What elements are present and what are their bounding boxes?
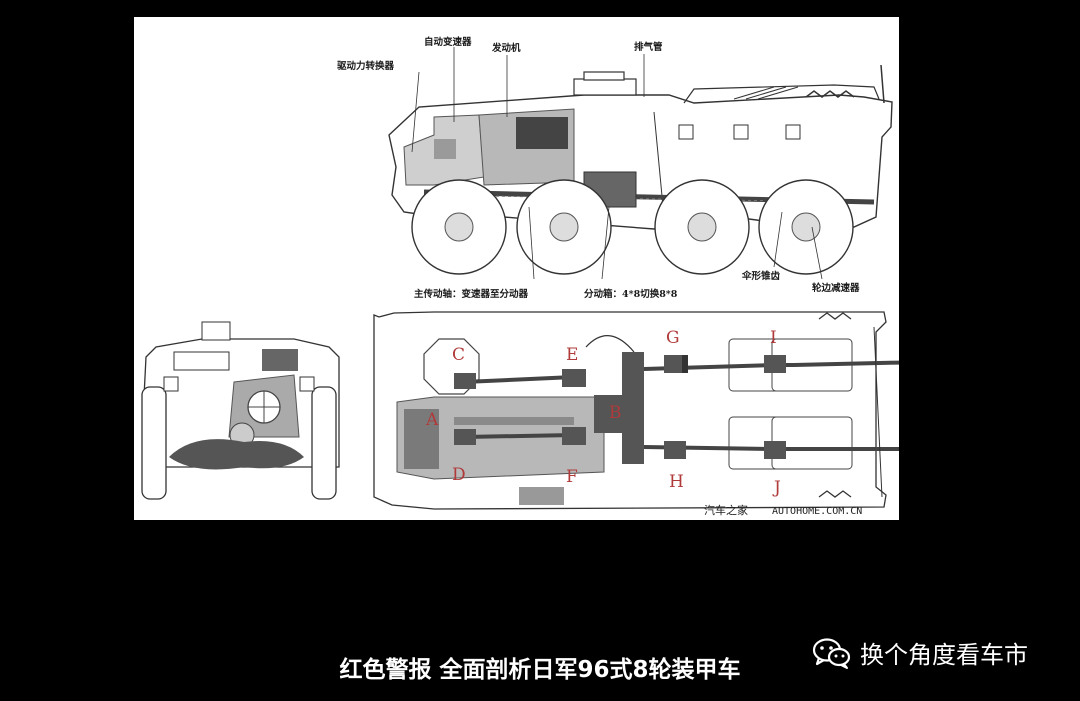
label-transfer-case: 分动箱：4*8切换8*8	[584, 288, 678, 300]
label-transfer: 驱动力转换器	[337, 60, 395, 72]
plan-letter-e: E	[566, 345, 578, 365]
plan-letter-g: G	[666, 328, 680, 348]
plan-letter-a: A	[425, 410, 439, 430]
plan-transfer-case	[622, 352, 644, 464]
watermark-cn: 汽车之家	[704, 503, 748, 517]
label-exhaust: 排气管	[634, 41, 663, 53]
front-view	[141, 321, 340, 500]
label-engine: 发动机	[491, 42, 521, 54]
article-caption: 红色警报 全面剖析日军96式8轮装甲车	[339, 657, 741, 683]
plan-letter-f: F	[566, 467, 578, 487]
watermark-en: AUTOHOME.COM.CN	[772, 506, 862, 517]
side-hatch	[573, 78, 637, 96]
wechat-icon	[812, 637, 851, 669]
plan-letter-j: J	[772, 478, 781, 498]
label-gearbox: 自动变速器	[424, 36, 472, 48]
front-wheel-right	[311, 386, 337, 500]
side-view: 驱动力转换器 自动变速器 发动机 排气管 主传动轴：变速器至分动器 分动箱：4*…	[337, 36, 893, 300]
front-axle	[169, 439, 304, 470]
brand-name: 换个角度看车市	[860, 641, 1028, 669]
label-hub-reducer: 轮边减速器	[812, 282, 860, 294]
engine-radiator	[516, 117, 568, 149]
label-main-shaft: 主传动轴：变速器至分动器	[414, 288, 529, 300]
front-wheel-left	[141, 386, 167, 500]
plan-letter-b: B	[609, 403, 622, 423]
plan-view: A B C D E F G H I J	[373, 311, 934, 510]
vehicle-diagram: 驱动力转换器 自动变速器 发动机 排气管 主传动轴：变速器至分动器 分动箱：4*…	[134, 17, 934, 520]
label-bevel-gear: 伞形锥齿	[741, 270, 781, 282]
brand: 换个角度看车市	[812, 635, 1028, 670]
plan-letter-c: C	[452, 345, 465, 365]
plan-letter-d: D	[452, 465, 466, 485]
plan-letter-i: I	[770, 328, 777, 348]
plan-letter-h: H	[669, 472, 684, 492]
